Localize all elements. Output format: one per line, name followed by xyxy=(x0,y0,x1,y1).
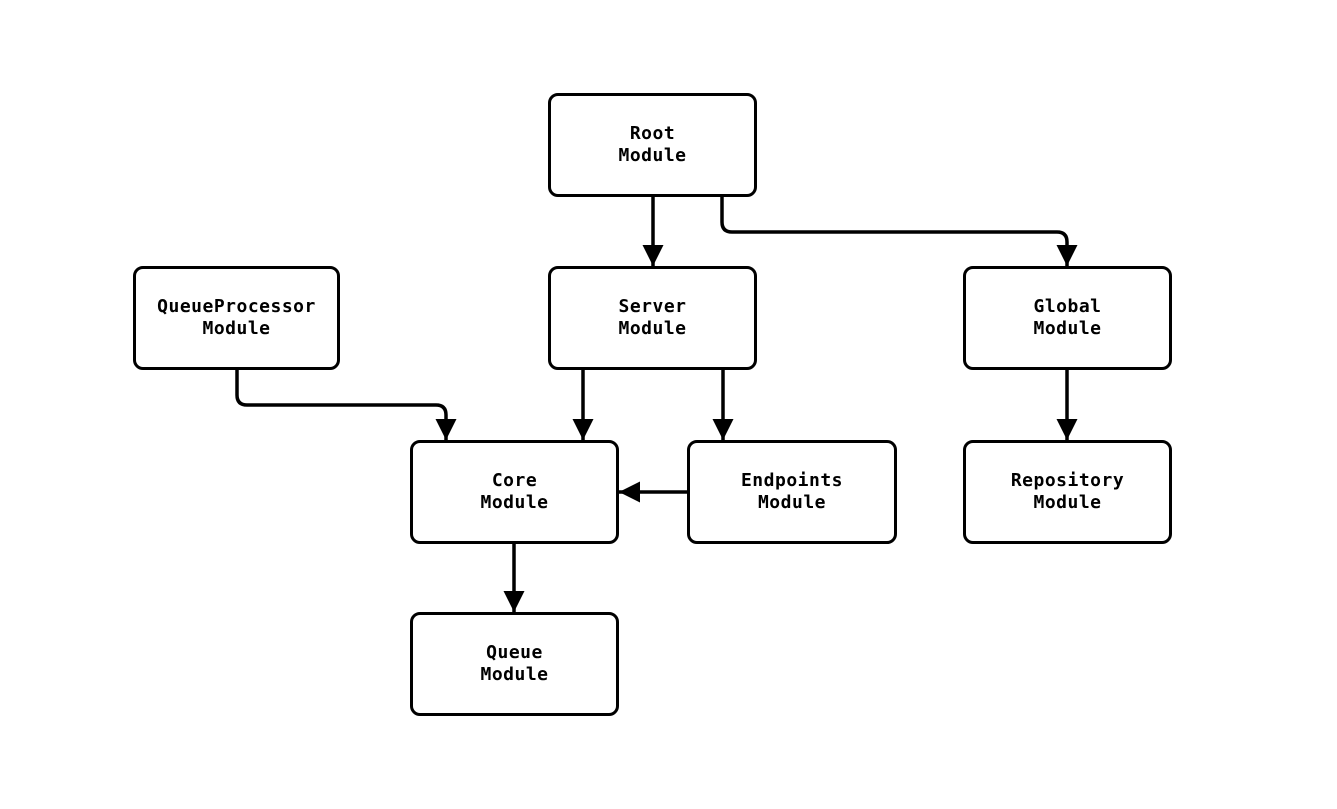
edge-root-to-global xyxy=(720,197,1078,266)
node-queue-module: Queue Module xyxy=(410,612,619,716)
node-endpoints-module: Endpoints Module xyxy=(687,440,897,544)
node-server-module-label: Server Module xyxy=(618,296,687,339)
edge-queueprocessor-to-core xyxy=(235,370,457,440)
node-core-module: Core Module xyxy=(410,440,619,544)
node-root-module: Root Module xyxy=(548,93,757,197)
node-queueprocessor-module: QueueProcessor Module xyxy=(133,266,340,370)
node-server-module: Server Module xyxy=(548,266,757,370)
node-endpoints-module-label: Endpoints Module xyxy=(740,470,844,513)
node-global-module-label: Global Module xyxy=(1033,296,1102,339)
node-queue-module-label: Queue Module xyxy=(480,642,549,685)
node-repository-module-label: Repository Module xyxy=(1010,470,1125,513)
node-global-module: Global Module xyxy=(963,266,1172,370)
node-core-module-label: Core Module xyxy=(480,470,549,513)
node-root-module-label: Root Module xyxy=(618,123,687,166)
node-repository-module: Repository Module xyxy=(963,440,1172,544)
node-queueprocessor-module-label: QueueProcessor Module xyxy=(157,296,316,339)
